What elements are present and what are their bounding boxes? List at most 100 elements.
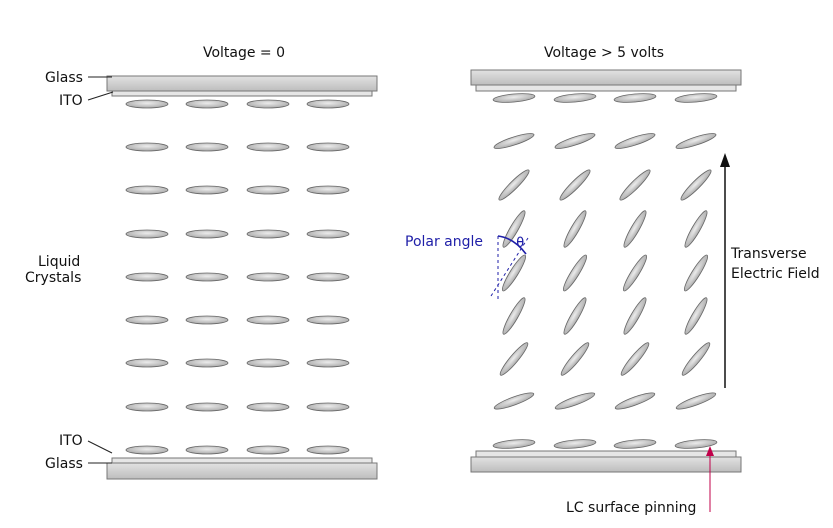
left-crystal-r7-c1: [125, 358, 169, 368]
electric-field-label-line2: Electric Field: [731, 266, 820, 282]
ito-bottom-leader: [87, 440, 113, 454]
right-crystal-r7-c2: [560, 342, 590, 376]
right-crystal-r3-c1: [498, 169, 530, 201]
left-crystal-r9-c3: [246, 445, 290, 455]
right-crystal-r4-c2: [563, 210, 587, 248]
right-crystal-r3-c2: [559, 169, 591, 201]
right-glass-bottom: [470, 456, 742, 473]
left-crystal-r5-c4: [306, 272, 350, 282]
left-panel-title: Voltage = 0: [203, 45, 285, 61]
left-crystal-r9-c1: [125, 445, 169, 455]
left-crystal-r2-c2: [185, 142, 229, 152]
right-panel-title: Voltage > 5 volts: [544, 45, 664, 61]
left-crystal-r2-c1: [125, 142, 169, 152]
right-crystal-r9-c3: [613, 439, 657, 449]
right-crystal-r5-c4: [683, 254, 709, 292]
left-crystal-r3-c1: [125, 185, 169, 195]
right-crystal-r8-c1: [493, 392, 535, 410]
left-crystal-r2-c4: [306, 142, 350, 152]
right-crystal-r6-c3: [623, 297, 647, 335]
right-crystal-r5-c1: [501, 254, 527, 292]
left-crystal-r6-c4: [306, 315, 350, 325]
left-crystal-r9-c4: [306, 445, 350, 455]
polar-angle-label: Polar angle: [405, 234, 483, 250]
left-crystal-r3-c4: [306, 185, 350, 195]
polar-angle-arc: [497, 235, 527, 255]
left-crystal-r8-c1: [125, 402, 169, 412]
right-crystal-r2-c1: [493, 133, 535, 149]
right-crystal-r2-c4: [675, 133, 717, 149]
left-crystal-r3-c3: [246, 185, 290, 195]
right-crystal-r5-c3: [622, 254, 648, 292]
right-ito-top: [475, 84, 737, 92]
right-crystal-r9-c4: [674, 439, 718, 449]
left-crystal-r5-c2: [185, 272, 229, 282]
left-crystal-r5-c1: [125, 272, 169, 282]
left-ito-top: [111, 90, 373, 97]
left-crystal-r6-c2: [185, 315, 229, 325]
right-crystal-r5-c2: [562, 254, 588, 292]
theta-symbol: θ: [516, 235, 524, 251]
left-crystal-r3-c2: [185, 185, 229, 195]
pinning-pointer-arrowhead: [706, 446, 714, 456]
left-crystal-r7-c3: [246, 358, 290, 368]
left-crystal-r4-c4: [306, 229, 350, 239]
glass-top-label: Glass: [45, 70, 83, 86]
ito-bottom-label: ITO: [59, 433, 83, 449]
right-crystal-r6-c4: [684, 297, 708, 335]
right-crystal-r7-c4: [681, 342, 711, 376]
left-crystal-r7-c2: [185, 358, 229, 368]
right-crystal-layer: [492, 93, 718, 449]
right-crystal-r7-c3: [620, 342, 650, 376]
right-crystal-r1-c4: [674, 93, 718, 103]
right-crystal-r4-c4: [684, 210, 708, 248]
liquid-crystals-label-line1: Liquid: [38, 254, 80, 270]
left-crystal-r7-c4: [306, 358, 350, 368]
right-crystal-r1-c1: [492, 93, 536, 103]
electric-field-label-line1: Transverse: [730, 246, 807, 262]
left-crystal-layer: [125, 99, 350, 455]
right-crystal-r1-c2: [553, 93, 597, 103]
electric-field-arrowhead: [720, 153, 730, 167]
right-crystal-r8-c2: [554, 392, 596, 410]
left-crystal-r1-c1: [125, 99, 169, 109]
pinning-label: LC surface pinning: [566, 500, 696, 516]
left-crystal-r4-c1: [125, 229, 169, 239]
right-glass-top: [470, 69, 742, 86]
right-crystal-r6-c1: [502, 297, 526, 335]
left-crystal-r1-c2: [185, 99, 229, 109]
left-glass-bottom: [106, 462, 378, 480]
left-crystal-r4-c2: [185, 229, 229, 239]
left-crystal-r6-c1: [125, 315, 169, 325]
right-crystal-r9-c1: [492, 439, 536, 449]
right-crystal-r2-c2: [554, 133, 596, 149]
right-ito-bottom: [475, 450, 737, 458]
left-crystal-r1-c4: [306, 99, 350, 109]
left-glass-top: [106, 75, 378, 92]
ito-top-label: ITO: [59, 93, 83, 109]
right-crystal-r4-c3: [623, 210, 647, 248]
right-crystal-r8-c3: [614, 392, 656, 410]
glass-bottom-label: Glass: [45, 456, 83, 472]
left-crystal-r9-c2: [185, 445, 229, 455]
right-crystal-r6-c2: [563, 297, 587, 335]
right-crystal-r7-c1: [499, 342, 529, 376]
left-crystal-r6-c3: [246, 315, 290, 325]
liquid-crystals-label-line2: Crystals: [25, 270, 81, 286]
ito-top-leader: [87, 91, 114, 101]
right-crystal-r2-c3: [614, 133, 656, 149]
left-ito-bottom: [111, 457, 373, 464]
right-crystal-r8-c4: [675, 392, 717, 410]
left-crystal-r2-c3: [246, 142, 290, 152]
right-crystal-r1-c3: [613, 93, 657, 103]
right-crystal-r3-c3: [619, 169, 651, 201]
right-crystal-r3-c4: [680, 169, 712, 201]
right-crystal-r9-c2: [553, 439, 597, 449]
left-crystal-r8-c3: [246, 402, 290, 412]
left-crystal-r8-c4: [306, 402, 350, 412]
left-crystal-r4-c3: [246, 229, 290, 239]
left-crystal-r5-c3: [246, 272, 290, 282]
left-crystal-r1-c3: [246, 99, 290, 109]
left-crystal-r8-c2: [185, 402, 229, 412]
